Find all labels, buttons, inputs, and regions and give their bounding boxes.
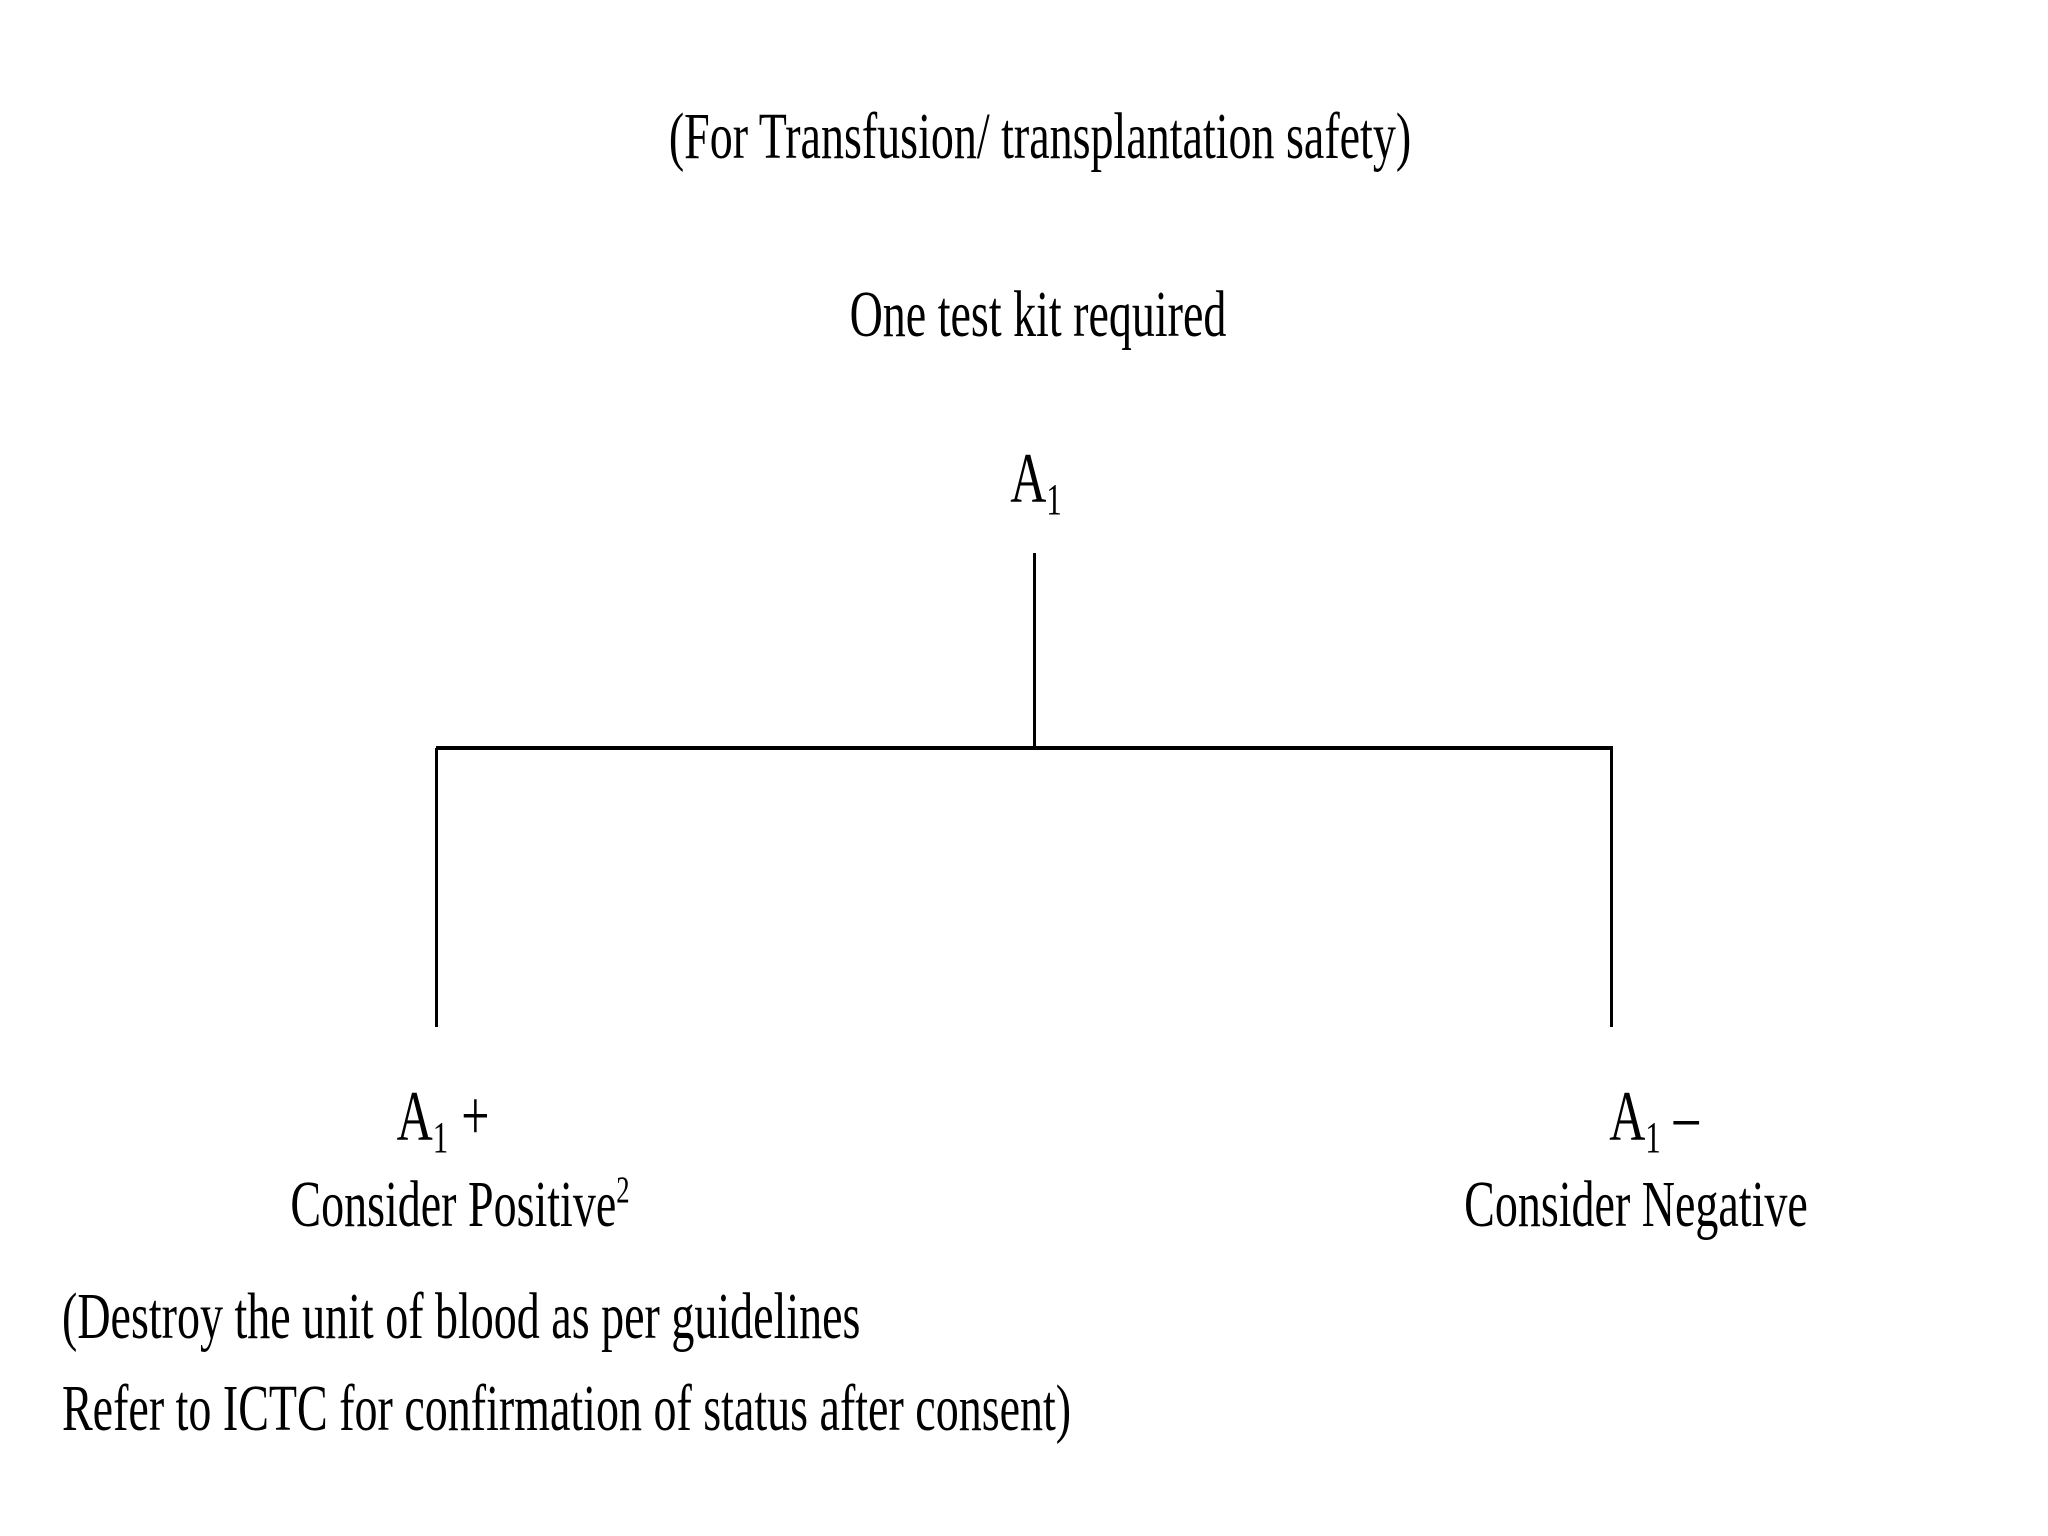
page-title: (For Transfusion/ transplantation safety… (668, 99, 1412, 173)
root-node-base: A (1010, 437, 1047, 518)
right-node-minus-sign: – (1673, 1075, 1699, 1156)
right-node-a1-negative: A1– (1609, 1070, 1699, 1162)
left-node-plus-sign: + (461, 1075, 490, 1156)
left-node-subscript: 1 (432, 1112, 449, 1162)
root-node-a1: A1 (1010, 432, 1062, 524)
left-branch-line (435, 748, 438, 1027)
right-branch-line (1610, 748, 1613, 1027)
root-node-subscript: 1 (1046, 474, 1062, 524)
root-connector-line (1033, 553, 1036, 748)
left-outcome-consider-positive: Consider Positive2 (290, 1162, 629, 1247)
left-outcome-footnote-marker: 2 (616, 1168, 630, 1211)
right-node-subscript: 1 (1645, 1112, 1661, 1162)
subtitle-test-kit-required: One test kit required (849, 277, 1227, 351)
left-node-a1-positive: A1+ (397, 1070, 490, 1162)
right-outcome-consider-negative: Consider Negative (1464, 1167, 1808, 1241)
positive-note-line-2: Refer to ICTC for confirmation of status… (62, 1371, 1072, 1445)
positive-note-line-1: (Destroy the unit of blood as per guidel… (62, 1279, 861, 1353)
right-node-base: A (1609, 1075, 1646, 1156)
left-outcome-text: Consider Positive (290, 1167, 617, 1241)
left-node-base: A (396, 1075, 433, 1156)
branch-horizontal-line (436, 746, 1613, 750)
